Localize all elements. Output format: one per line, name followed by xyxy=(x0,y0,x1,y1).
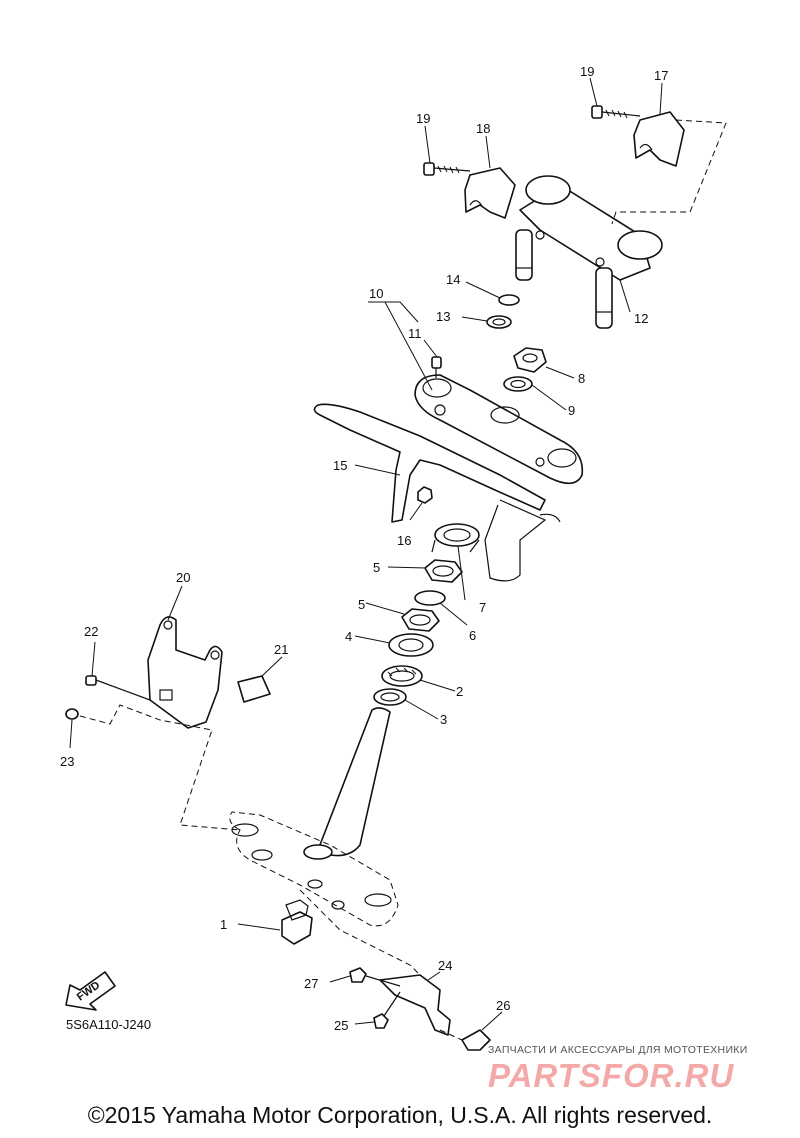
callout-2: 2 xyxy=(456,684,463,699)
callout-18: 18 xyxy=(476,121,490,136)
clamp-26 xyxy=(439,1029,491,1051)
cover-7 xyxy=(431,523,480,553)
ring-nut-5-lower xyxy=(401,608,440,632)
bolt-27 xyxy=(349,967,401,987)
nut-23 xyxy=(65,704,241,831)
callout-17: 17 xyxy=(654,68,668,83)
callout-labels: 1 2 3 4 5 5 6 7 8 9 10 11 12 13 14 15 16… xyxy=(60,64,668,1033)
fwd-arrow-icon: FWD xyxy=(65,971,116,1011)
nut-1 xyxy=(281,899,313,945)
callout-19a: 19 xyxy=(416,111,430,126)
bolt-19-left xyxy=(423,162,471,176)
callout-1: 1 xyxy=(220,917,227,932)
callout-22: 22 xyxy=(84,624,98,639)
callout-23: 23 xyxy=(60,754,74,769)
callout-19b: 19 xyxy=(580,64,594,79)
callout-24: 24 xyxy=(438,958,452,973)
washer-6 xyxy=(414,590,446,606)
callout-5a: 5 xyxy=(373,560,380,575)
callout-26: 26 xyxy=(496,998,510,1013)
callout-11: 11 xyxy=(408,326,422,341)
upper-handlebar-holder-17 xyxy=(633,111,685,167)
bearing-cover-4 xyxy=(388,633,434,657)
callout-7: 7 xyxy=(479,600,486,615)
seal-3 xyxy=(373,688,407,706)
callout-4: 4 xyxy=(345,629,352,644)
bracket-20 xyxy=(147,616,223,729)
ring-nut-5-upper xyxy=(424,559,463,583)
callout-9: 9 xyxy=(568,403,575,418)
callout-8: 8 xyxy=(578,371,585,386)
handlebar-holder-part xyxy=(515,175,663,329)
callout-15: 15 xyxy=(333,458,347,473)
callout-5b: 5 xyxy=(358,597,365,612)
washer-9 xyxy=(503,376,533,392)
callout-3: 3 xyxy=(440,712,447,727)
callout-16: 16 xyxy=(397,533,411,548)
bolt-22 xyxy=(85,675,151,701)
guide-line-holder xyxy=(611,119,727,225)
callout-20: 20 xyxy=(176,570,190,585)
pad-21 xyxy=(237,675,271,703)
washer-14 xyxy=(498,294,520,306)
leader-lines xyxy=(69,77,663,1031)
diagram-reference-code: 5S6A110-J240 xyxy=(66,1017,152,1032)
watermark-logo: PARTSFOR.RU xyxy=(488,1057,735,1094)
bracket-24 xyxy=(299,889,451,1036)
callout-10: 10 xyxy=(369,286,383,301)
callout-13: 13 xyxy=(436,309,450,324)
callout-12: 12 xyxy=(634,311,648,326)
copyright-notice: ©2015 Yamaha Motor Corporation, U.S.A. A… xyxy=(87,1102,713,1128)
bearing-2 xyxy=(381,665,423,687)
nut-16 xyxy=(417,486,433,504)
callout-6: 6 xyxy=(469,628,476,643)
callout-14: 14 xyxy=(446,272,460,287)
washer-13 xyxy=(486,315,512,329)
bracket-15 xyxy=(313,403,561,582)
bolt-19-right xyxy=(591,105,641,119)
callout-21: 21 xyxy=(274,642,288,657)
bolt-25 xyxy=(373,991,401,1029)
watermark-subtitle: ЗАПЧАСТИ И АКСЕССУАРЫ ДЛЯ МОТОТЕХНИКИ xyxy=(488,1044,748,1056)
upper-handlebar-holder-18 xyxy=(464,167,516,219)
upper-bracket-10 xyxy=(414,374,584,485)
lower-bracket-steering-stem xyxy=(229,707,399,927)
callout-25: 25 xyxy=(334,1018,348,1033)
steering-stem-nut-8 xyxy=(513,347,547,373)
callout-27: 27 xyxy=(304,976,318,991)
